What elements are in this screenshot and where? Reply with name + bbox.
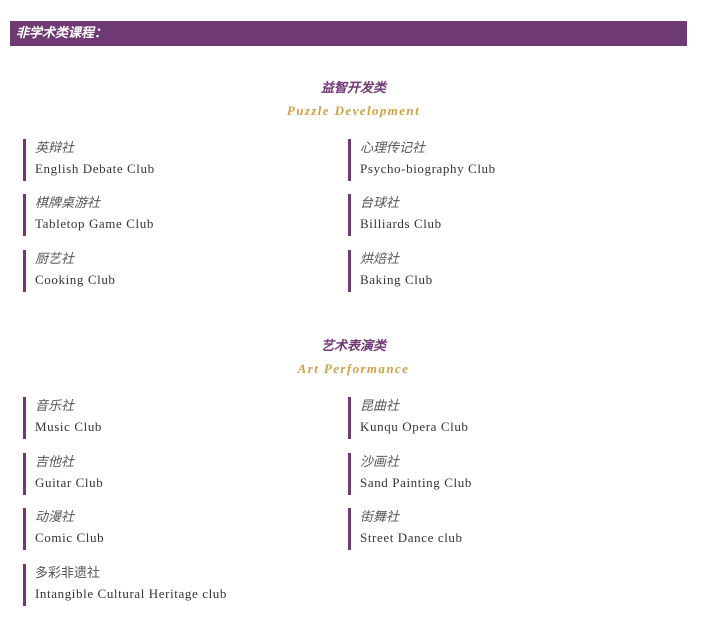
- section-title-zh: 益智开发类: [320, 81, 386, 96]
- club-name-en: Guitar Club: [35, 475, 104, 490]
- club-item: 英辩社 English Debate Club: [23, 139, 155, 181]
- club-item: 街舞社 Street Dance club: [348, 508, 463, 550]
- club-item: 厨艺社 Cooking Club: [23, 250, 116, 292]
- club-name-zh: 烘焙社: [360, 252, 400, 267]
- club-name-zh: 棋牌桌游社: [35, 196, 101, 211]
- club-item: 烘焙社 Baking Club: [348, 250, 433, 292]
- club-item: 心理传记社 Psycho-biography Club: [348, 139, 496, 181]
- club-name-zh: 心理传记社: [360, 141, 426, 156]
- club-name-zh: 多彩非遗社: [35, 566, 101, 581]
- club-item: 多彩非遗社 Intangible Cultural Heritage club: [23, 564, 227, 606]
- club-item: 沙画社 Sand Painting Club: [348, 453, 472, 495]
- club-name-en: Billiards Club: [360, 216, 442, 231]
- club-name-zh: 英辩社: [35, 141, 75, 156]
- club-name-en: Music Club: [35, 419, 103, 434]
- club-name-en: Comic Club: [35, 530, 105, 545]
- club-item: 音乐社 Music Club: [23, 397, 102, 439]
- club-item: 动漫社 Comic Club: [23, 508, 104, 550]
- club-item: 昆曲社 Kunqu Opera Club: [348, 397, 469, 439]
- club-item: 棋牌桌游社 Tabletop Game Club: [23, 194, 154, 236]
- section-banner: 非学术类课程：: [10, 21, 687, 46]
- club-name-en: Psycho-biography Club: [360, 161, 496, 176]
- club-name-zh: 昆曲社: [360, 399, 400, 414]
- club-name-en: Baking Club: [360, 272, 433, 287]
- club-name-zh: 厨艺社: [35, 252, 75, 267]
- club-name-zh: 街舞社: [360, 510, 400, 525]
- section-title-zh: 艺术表演类: [320, 339, 386, 354]
- club-name-en: Cooking Club: [35, 272, 116, 287]
- club-name-zh: 台球社: [360, 196, 400, 211]
- club-name-en: Street Dance club: [360, 530, 463, 545]
- club-name-zh: 音乐社: [35, 399, 75, 414]
- club-name-zh: 吉他社: [35, 455, 75, 470]
- club-name-en: Sand Painting Club: [360, 475, 472, 490]
- club-item: 台球社 Billiards Club: [348, 194, 442, 236]
- section-title-en: Puzzle Development: [286, 103, 421, 118]
- club-name-zh: 沙画社: [360, 455, 400, 470]
- club-name-en: Tabletop Game Club: [35, 216, 154, 231]
- club-name-en: Kunqu Opera Club: [360, 419, 469, 434]
- club-name-en: English Debate Club: [35, 161, 155, 176]
- section-title-en: Art Performance: [297, 361, 410, 376]
- club-name-zh: 动漫社: [35, 510, 75, 525]
- club-item: 吉他社 Guitar Club: [23, 453, 103, 495]
- club-name-en: Intangible Cultural Heritage club: [35, 586, 227, 601]
